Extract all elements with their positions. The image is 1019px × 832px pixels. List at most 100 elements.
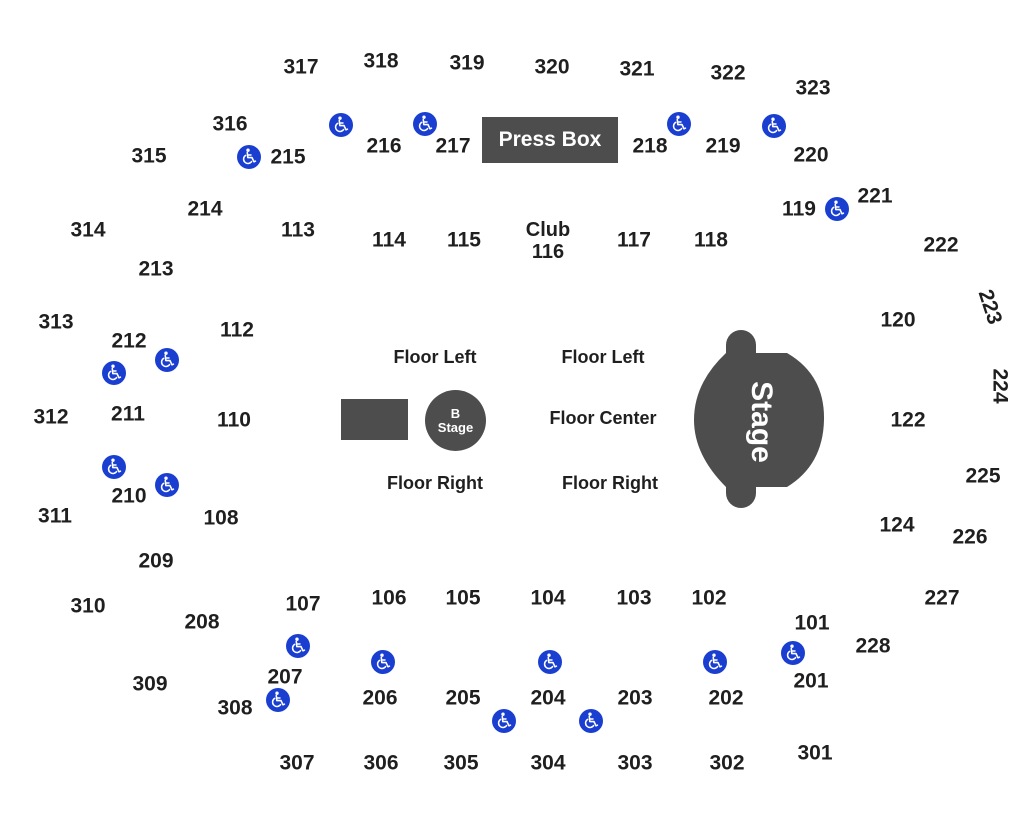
section-110[interactable]: 110 [217, 408, 251, 432]
main-stage: Stage [694, 330, 825, 508]
section-303[interactable]: 303 [617, 751, 653, 775]
section-320[interactable]: 320 [534, 55, 570, 79]
floor-center[interactable]: Floor Center [549, 408, 657, 428]
section-217[interactable]: 217 [435, 134, 471, 158]
section-204[interactable]: 204 [530, 686, 566, 710]
section-122[interactable]: 122 [890, 408, 926, 432]
section-115[interactable]: 115 [447, 228, 481, 252]
wheelchair-accessible-icon[interactable] [781, 641, 805, 665]
section-316[interactable]: 316 [212, 112, 248, 136]
section-117[interactable]: 117 [617, 228, 651, 252]
section-319[interactable]: 319 [449, 51, 485, 75]
wheelchair-accessible-icon[interactable] [538, 650, 562, 674]
section-321[interactable]: 321 [619, 57, 655, 81]
section-305[interactable]: 305 [443, 751, 479, 775]
press-box: Press Box [482, 117, 618, 163]
section-215[interactable]: 215 [270, 145, 306, 169]
wheelchair-accessible-icon[interactable] [579, 709, 603, 733]
section-101[interactable]: 101 [794, 611, 830, 635]
b-stage: B Stage [425, 390, 486, 451]
section-228[interactable]: 228 [855, 634, 891, 658]
section-112[interactable]: 112 [220, 318, 254, 342]
section-312[interactable]: 312 [33, 405, 69, 429]
wheelchair-accessible-icon[interactable] [237, 145, 261, 169]
floor-left-1[interactable]: Floor Left [393, 347, 477, 367]
wheelchair-accessible-icon[interactable] [667, 112, 691, 136]
section-226[interactable]: 226 [952, 525, 988, 549]
section-223[interactable]: 223 [973, 286, 1007, 328]
section-201[interactable]: 201 [793, 669, 829, 693]
section-307[interactable]: 307 [279, 751, 315, 775]
section-105[interactable]: 105 [445, 586, 481, 610]
section-211[interactable]: 211 [111, 402, 145, 426]
section-club-116[interactable]: Club 116 [526, 219, 570, 263]
section-113[interactable]: 113 [281, 218, 315, 242]
wheelchair-accessible-icon[interactable] [703, 650, 727, 674]
section-225[interactable]: 225 [965, 464, 1001, 488]
section-313[interactable]: 313 [38, 310, 74, 334]
wheelchair-accessible-icon[interactable] [492, 709, 516, 733]
section-206[interactable]: 206 [362, 686, 398, 710]
floor-left-2[interactable]: Floor Left [561, 347, 645, 367]
section-209[interactable]: 209 [138, 549, 174, 573]
section-317[interactable]: 317 [283, 55, 319, 79]
section-315[interactable]: 315 [131, 144, 167, 168]
section-221[interactable]: 221 [857, 184, 893, 208]
section-114[interactable]: 114 [372, 228, 406, 252]
section-119[interactable]: 119 [782, 197, 816, 221]
section-103[interactable]: 103 [616, 586, 652, 610]
section-304[interactable]: 304 [530, 751, 566, 775]
section-203[interactable]: 203 [617, 686, 653, 710]
section-118[interactable]: 118 [694, 228, 728, 252]
wheelchair-accessible-icon[interactable] [762, 114, 786, 138]
section-102[interactable]: 102 [691, 586, 727, 610]
wheelchair-accessible-icon[interactable] [155, 473, 179, 497]
wheelchair-accessible-icon[interactable] [825, 197, 849, 221]
section-108[interactable]: 108 [203, 506, 239, 530]
section-227[interactable]: 227 [924, 586, 960, 610]
section-104[interactable]: 104 [530, 586, 566, 610]
wheelchair-accessible-icon[interactable] [102, 361, 126, 385]
club-label: Club [525, 219, 571, 241]
section-311[interactable]: 311 [38, 504, 72, 528]
section-207[interactable]: 207 [267, 665, 303, 689]
section-107[interactable]: 107 [285, 592, 321, 616]
section-220[interactable]: 220 [793, 143, 829, 167]
section-219[interactable]: 219 [705, 134, 741, 158]
section-314[interactable]: 314 [70, 218, 106, 242]
wheelchair-accessible-icon[interactable] [286, 634, 310, 658]
section-323[interactable]: 323 [795, 76, 831, 100]
floor-right-1[interactable]: Floor Right [387, 473, 483, 493]
section-202[interactable]: 202 [708, 686, 744, 710]
wheelchair-accessible-icon[interactable] [155, 348, 179, 372]
section-224[interactable]: 224 [988, 368, 1012, 404]
club-number: 116 [531, 241, 565, 263]
section-106[interactable]: 106 [371, 586, 407, 610]
wheelchair-accessible-icon[interactable] [102, 455, 126, 479]
section-214[interactable]: 214 [187, 197, 223, 221]
section-205[interactable]: 205 [445, 686, 481, 710]
section-210[interactable]: 210 [111, 484, 147, 508]
section-301[interactable]: 301 [797, 741, 833, 765]
section-212[interactable]: 212 [111, 329, 147, 353]
wheelchair-accessible-icon[interactable] [371, 650, 395, 674]
wheelchair-accessible-icon[interactable] [329, 113, 353, 137]
section-308[interactable]: 308 [217, 696, 253, 720]
section-322[interactable]: 322 [710, 61, 746, 85]
section-306[interactable]: 306 [363, 751, 399, 775]
wheelchair-accessible-icon[interactable] [266, 688, 290, 712]
section-216[interactable]: 216 [366, 134, 402, 158]
section-218[interactable]: 218 [632, 134, 668, 158]
wheelchair-accessible-icon[interactable] [413, 112, 437, 136]
section-208[interactable]: 208 [184, 610, 220, 634]
section-120[interactable]: 120 [880, 308, 916, 332]
section-213[interactable]: 213 [138, 257, 174, 281]
floor-right-2[interactable]: Floor Right [562, 473, 658, 493]
section-310[interactable]: 310 [70, 594, 106, 618]
section-222[interactable]: 222 [923, 233, 959, 257]
section-302[interactable]: 302 [709, 751, 745, 775]
section-124[interactable]: 124 [879, 513, 915, 537]
section-318[interactable]: 318 [363, 49, 399, 73]
section-309[interactable]: 309 [132, 672, 168, 696]
